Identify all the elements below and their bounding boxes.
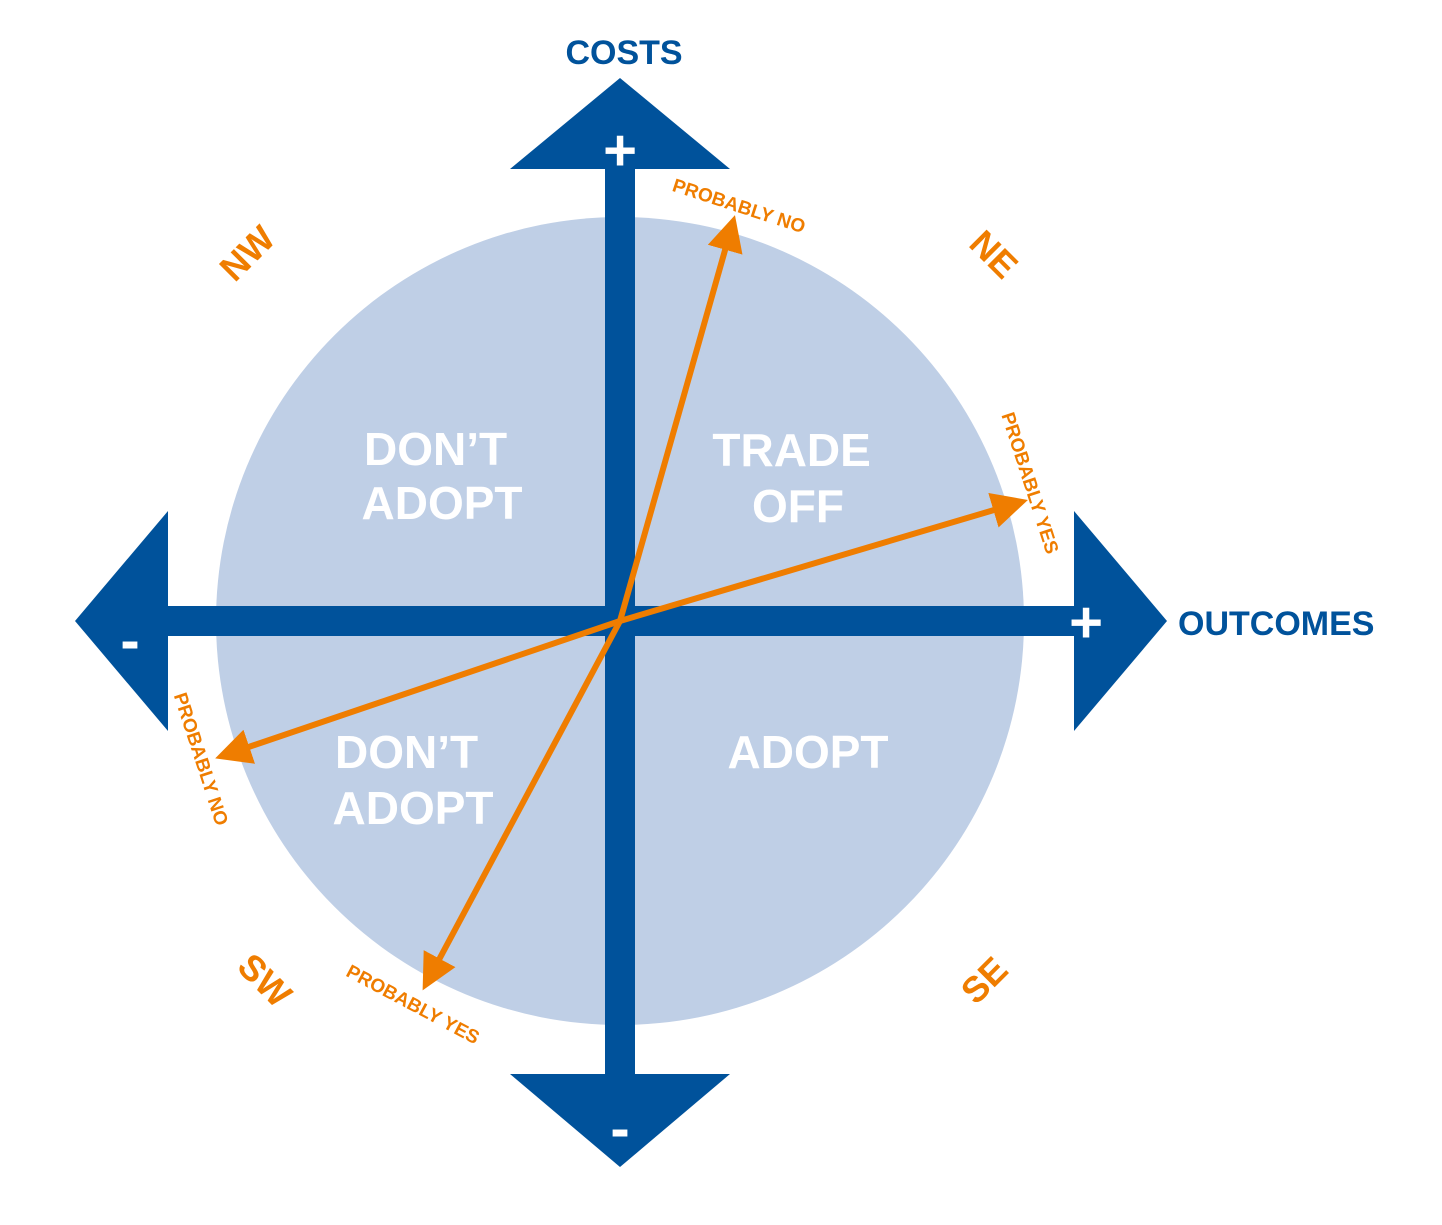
compass-nw-label: NW: [211, 217, 282, 288]
quadrant-nw-label: DON’T ADOPT: [362, 423, 523, 529]
compass-sw-label: SW: [230, 945, 300, 1015]
outcomes-axis-right-arrowhead: [1074, 511, 1167, 731]
costs-axis-title: COSTS: [565, 34, 682, 72]
compass-se-label: SE: [953, 949, 1016, 1012]
arrow-probably-no-sw: [215, 618, 621, 764]
outcomes-plus-sign: +: [1069, 590, 1103, 655]
compass-ne-label: NE: [962, 222, 1026, 286]
costs-minus-sign: -: [610, 1096, 629, 1161]
arrow-probably-yes-sw: [422, 619, 623, 991]
outcomes-axis-left-arrowhead: [75, 511, 168, 731]
costs-plus-sign: +: [603, 118, 637, 183]
outcomes-minus-sign: -: [120, 608, 139, 673]
quadrant-sw-label: DON’T ADOPT: [333, 726, 494, 834]
costs-axis-down-arrowhead: [510, 1074, 730, 1167]
costs-axis-up-arrowhead: [510, 78, 730, 169]
arrow-probably-no-ne: [617, 215, 743, 622]
quadrant-ne-label: TRADE OFF: [712, 424, 883, 532]
arrow-probably-yes-ne: [619, 492, 1028, 624]
outcomes-axis-title: OUTCOMES: [1178, 605, 1374, 643]
arrow-label-sw-probably-no: PROBABLY NO: [169, 690, 232, 828]
quadrant-se-label: ADOPT: [728, 726, 889, 778]
